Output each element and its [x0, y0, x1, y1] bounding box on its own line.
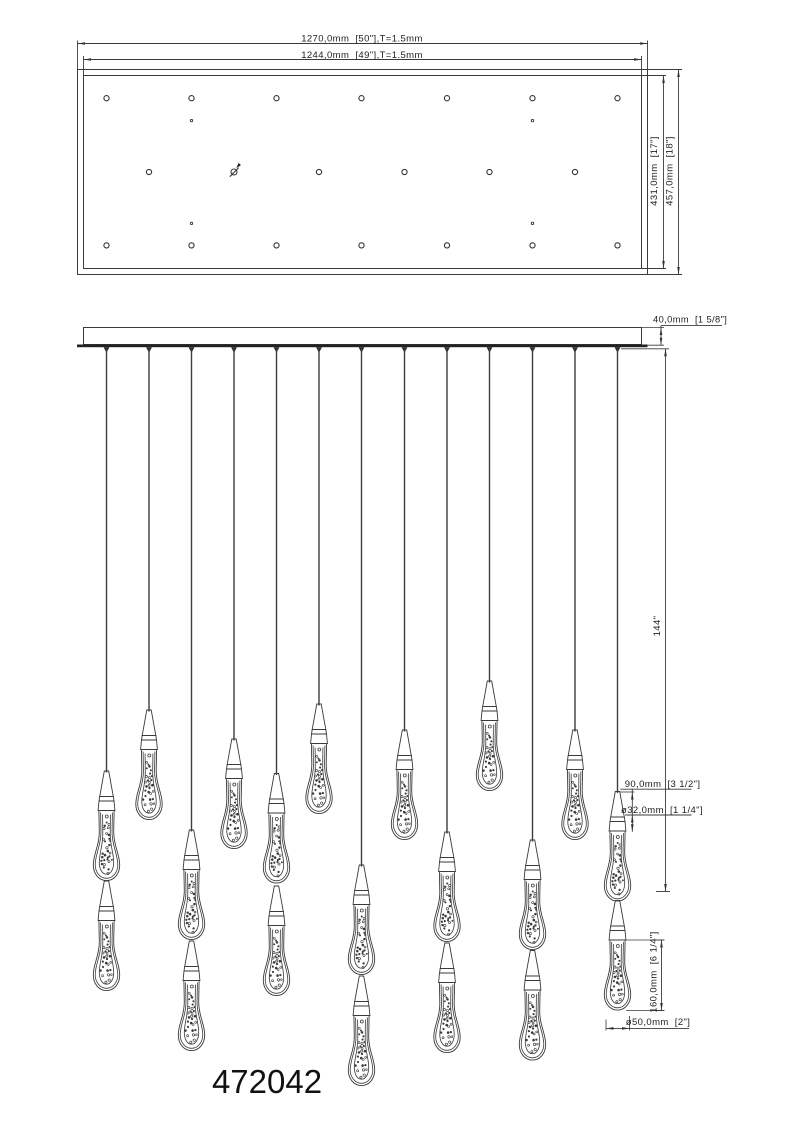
svg-text:40,0mm [1 5/8"]: 40,0mm [1 5/8"]: [653, 314, 727, 324]
svg-text:ø32,0mm [1 1/4"]: ø32,0mm [1 1/4"]: [621, 805, 703, 816]
svg-text:431,0mm [17"]: 431,0mm [17"]: [649, 136, 660, 206]
svg-text:160,0mm [6 1/4"]: 160,0mm [6 1/4"]: [649, 931, 660, 1012]
svg-text:1244,0mm [49"],T=1.5mm: 1244,0mm [49"],T=1.5mm: [301, 50, 423, 61]
svg-text:90,0mm [3 1/2"]: 90,0mm [3 1/2"]: [625, 779, 701, 790]
svg-text:1270,0mm [50"],T=1.5mm: 1270,0mm [50"],T=1.5mm: [301, 33, 423, 44]
svg-text:ø50,0mm [2"]: ø50,0mm [2"]: [626, 1017, 691, 1028]
svg-text:472042: 472042: [212, 1063, 322, 1100]
svg-text:457,0mm [18"]: 457,0mm [18"]: [664, 136, 675, 206]
svg-text:144": 144": [652, 616, 663, 637]
